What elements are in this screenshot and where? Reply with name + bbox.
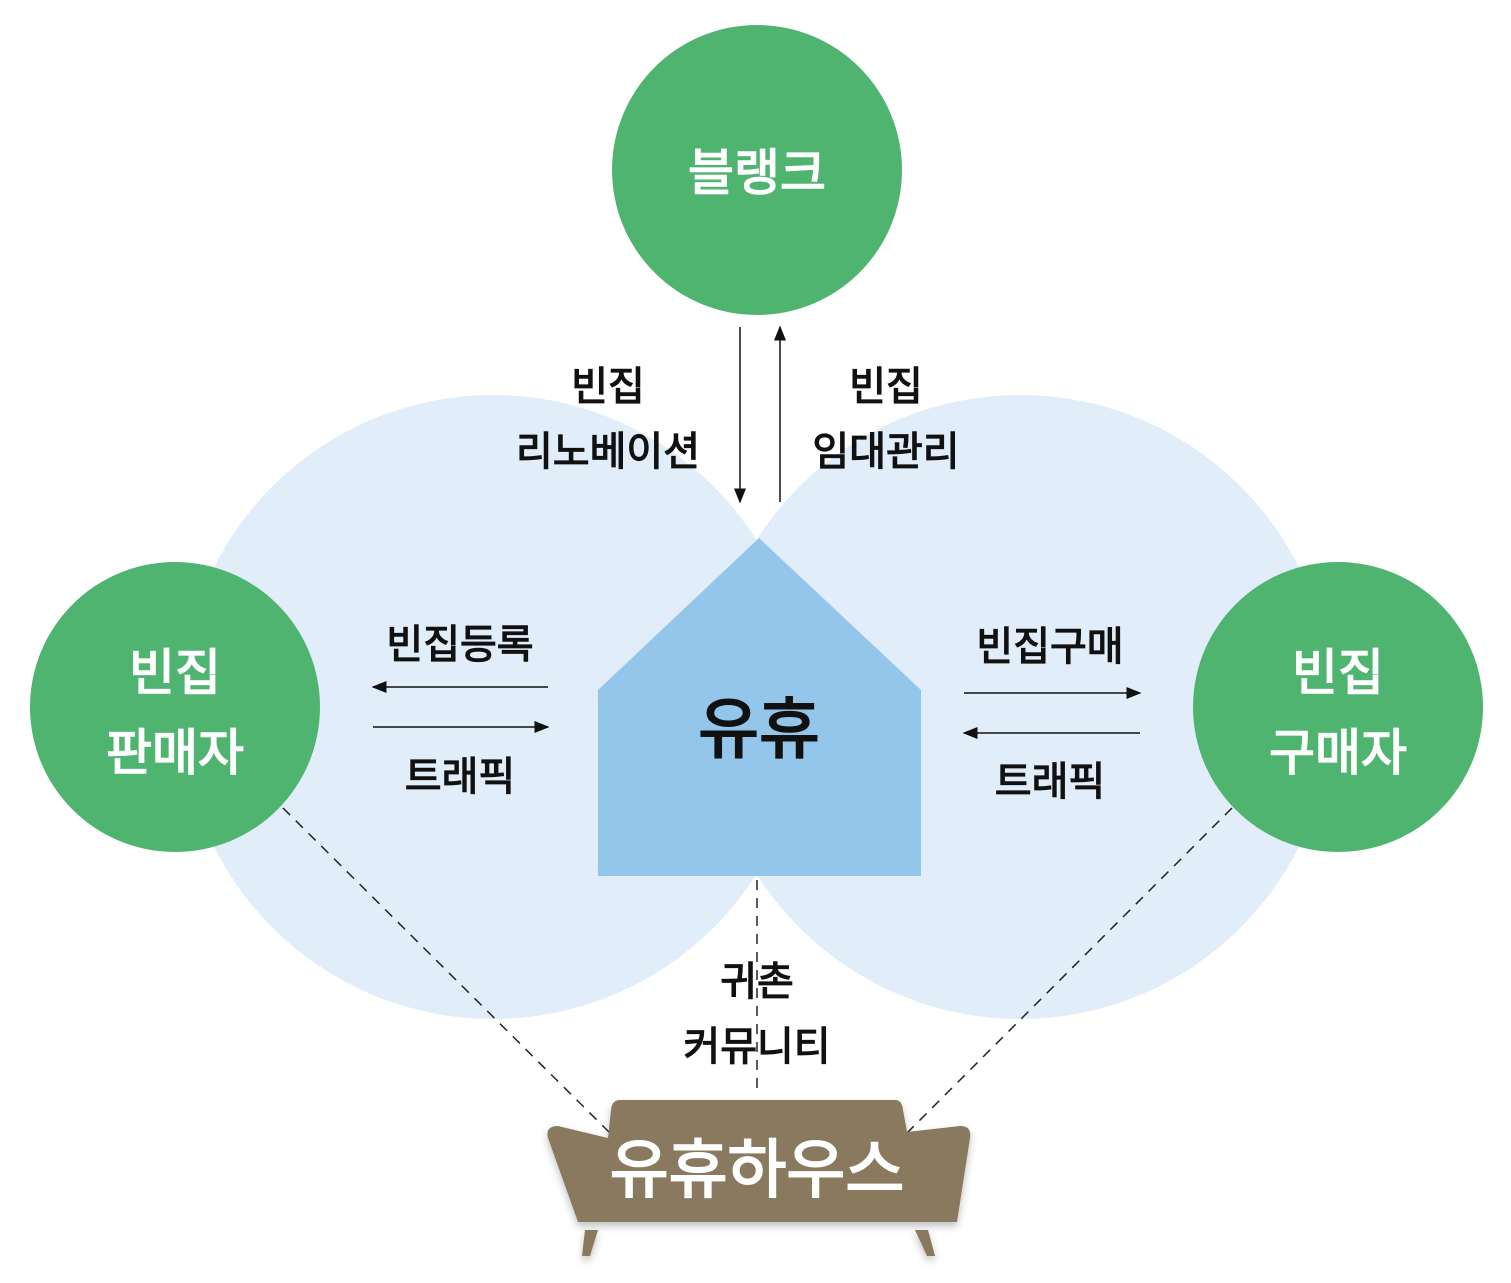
top-left-label-2: 리노베이션 (516, 429, 700, 475)
right-bottom-label: 트래픽 (995, 759, 1105, 805)
top-node-label: 블랭크 (688, 144, 826, 202)
right-top-label: 빈집구매 (976, 624, 1123, 670)
house-shape (598, 538, 921, 876)
dashed-line-right (904, 807, 1233, 1136)
right-node-label-1: 빈집 (1292, 644, 1384, 702)
top-node-circle (612, 25, 902, 315)
dashed-line-left (282, 807, 613, 1136)
bottom-label-2: 커뮤니티 (683, 1024, 830, 1070)
bottom-label-1: 귀촌 (720, 959, 794, 1005)
left-node-label-2: 판매자 (106, 724, 244, 782)
right-node-label-2: 구매자 (1269, 724, 1407, 782)
top-right-label-1: 빈집 (849, 364, 923, 410)
sofa-icon (547, 1100, 971, 1256)
left-node-circle (30, 562, 320, 852)
left-top-label: 빈집등록 (386, 622, 533, 668)
left-bottom-label: 트래픽 (405, 754, 515, 800)
bottom-node-label: 유휴하우스 (610, 1134, 904, 1208)
top-right-label-2: 임대관리 (812, 429, 959, 475)
left-node-label-1: 빈집 (129, 644, 221, 702)
right-node-circle (1193, 562, 1483, 852)
top-left-label-1: 빈집 (571, 364, 645, 410)
center-label: 유휴 (698, 691, 819, 768)
